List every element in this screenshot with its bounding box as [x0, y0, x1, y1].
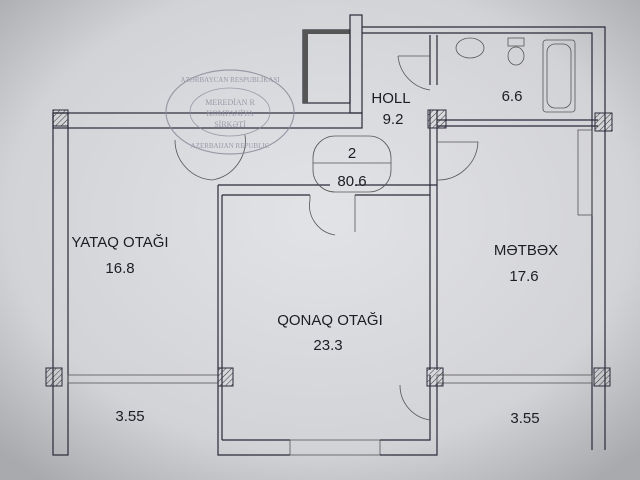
room-name-living: QONAQ OTAĞI [277, 312, 383, 329]
room-name-hall: HOLL [371, 90, 410, 107]
svg-text:MEREDİAN R: MEREDİAN R [205, 98, 255, 107]
room-area-hall: 9.2 [383, 111, 404, 128]
room-name-kitchen: MƏTBƏX [494, 242, 558, 259]
apartment-number: 2 [348, 145, 356, 162]
svg-text:AZERBAIJAN REPUBLIC: AZERBAIJAN REPUBLIC [191, 142, 270, 150]
apartment-total-area: 80.6 [337, 173, 366, 190]
room-labels: YATAQ OTAĞI 16.8 QONAQ OTAĞI 23.3 MƏTBƏX… [71, 88, 558, 427]
svg-text:KOMPANİYA: KOMPANİYA [206, 109, 253, 118]
balcony-area-left: 3.55 [115, 408, 144, 425]
room-name-bedroom: YATAQ OTAĞI [71, 234, 168, 251]
room-area-bathroom: 6.6 [502, 88, 523, 105]
apartment-badge: 2 80.6 [312, 135, 392, 193]
company-stamp: AZƏRBAYCAN RESPUBLİKASI MEREDİAN R KOMPA… [165, 69, 295, 155]
walls [45, 14, 613, 456]
bathroom-fixtures [455, 37, 576, 113]
room-area-kitchen: 17.6 [509, 268, 538, 285]
svg-text:SİRKƏTİ: SİRKƏTİ [214, 120, 246, 129]
room-area-bedroom: 16.8 [105, 260, 134, 277]
room-area-living: 23.3 [313, 337, 342, 354]
svg-text:AZƏRBAYCAN RESPUBLİKASI: AZƏRBAYCAN RESPUBLİKASI [180, 76, 280, 84]
balcony-area-right: 3.55 [510, 410, 539, 427]
doors [174, 55, 479, 421]
